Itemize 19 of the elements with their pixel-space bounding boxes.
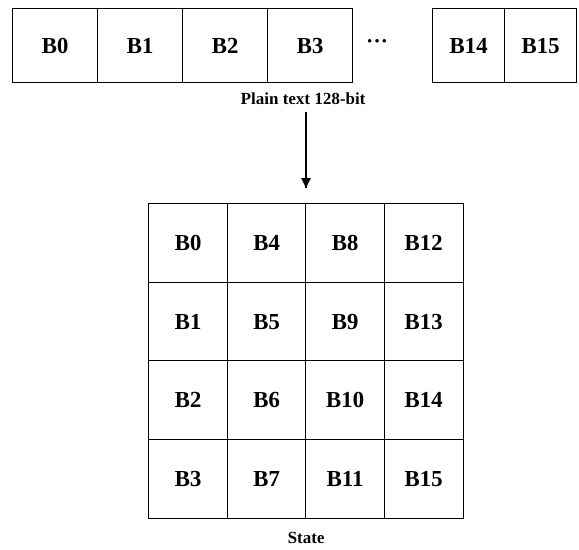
byte-cell: B1 (97, 8, 183, 83)
byte-cell: B10 (305, 360, 385, 440)
byte-cell: B14 (384, 360, 464, 440)
arrow (301, 112, 311, 188)
ellipsis: ··· (366, 28, 388, 54)
byte-cell: B11 (305, 438, 385, 518)
byte-cell: B15 (504, 8, 577, 83)
grid-caption: State (286, 528, 326, 548)
byte-cell: B14 (432, 8, 505, 83)
caption: Plain text 128-bit (213, 89, 393, 111)
byte-cell: B2 (182, 8, 268, 83)
byte-cell: B12 (384, 203, 464, 283)
byte-cell: B0 (148, 203, 228, 283)
byte-cell: B0 (12, 8, 98, 83)
byte-cell: B15 (384, 438, 464, 518)
byte-cell: B2 (148, 360, 228, 440)
byte-cell: B3 (267, 8, 353, 83)
byte-cell: B3 (148, 438, 228, 518)
byte-cell: B8 (305, 203, 385, 283)
